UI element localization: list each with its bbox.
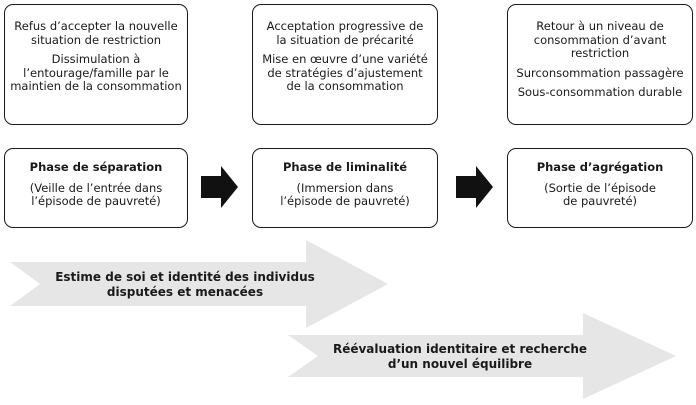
phase-box-liminalite: Phase de liminalité (Immersion dans l’ép… xyxy=(252,148,438,228)
top-box-agregation: Retour à un niveau de consommation d’ava… xyxy=(507,4,693,125)
top-box-liminalite-para-2: Mise en œuvre d’une variété de stratégie… xyxy=(262,52,428,93)
band-arrow-1 xyxy=(10,240,388,328)
phase-title-agregation: Phase d’agrégation xyxy=(536,160,664,174)
phase-subtitle-separation: (Veille de l’entrée dans l’épisode de pa… xyxy=(29,180,163,208)
top-box-liminalite-para-1: Acceptation progressive de la situation … xyxy=(266,19,424,47)
band-arrow-2 xyxy=(288,313,676,399)
top-box-separation-para-1: Refus d’accepter la nouvelle situation d… xyxy=(14,19,178,47)
top-box-separation-para-2: Dissimulation à l’entourage/famille par … xyxy=(10,52,182,93)
flow-arrow-2-icon xyxy=(456,166,493,208)
top-box-agregation-para-1: Retour à un niveau de consommation d’ava… xyxy=(533,19,667,60)
phase-subtitle-agregation: (Sortie de l’épisode de pauvreté) xyxy=(544,180,656,208)
phase-title-liminalite: Phase de liminalité xyxy=(283,160,407,174)
top-box-liminalite: Acceptation progressive de la situation … xyxy=(252,4,438,125)
top-box-agregation-para-3: Sous-consommation durable xyxy=(517,85,683,99)
band-text-1: Estime de soi et identité des individus … xyxy=(55,270,315,299)
phase-box-separation: Phase de séparation (Veille de l’entrée … xyxy=(4,148,188,228)
band-text-2: Réévaluation identitaire et recherche d’… xyxy=(332,342,588,371)
top-box-agregation-para-2: Surconsommation passagère xyxy=(516,65,684,80)
phase-subtitle-liminalite: (Immersion dans l’épisode de pauvreté) xyxy=(280,180,410,208)
phase-box-agregation: Phase d’agrégation (Sortie de l’épisode … xyxy=(507,148,693,228)
flow-arrow-1-icon xyxy=(201,166,238,208)
top-box-separation: Refus d’accepter la nouvelle situation d… xyxy=(4,4,188,125)
phase-title-separation: Phase de séparation xyxy=(29,160,163,174)
